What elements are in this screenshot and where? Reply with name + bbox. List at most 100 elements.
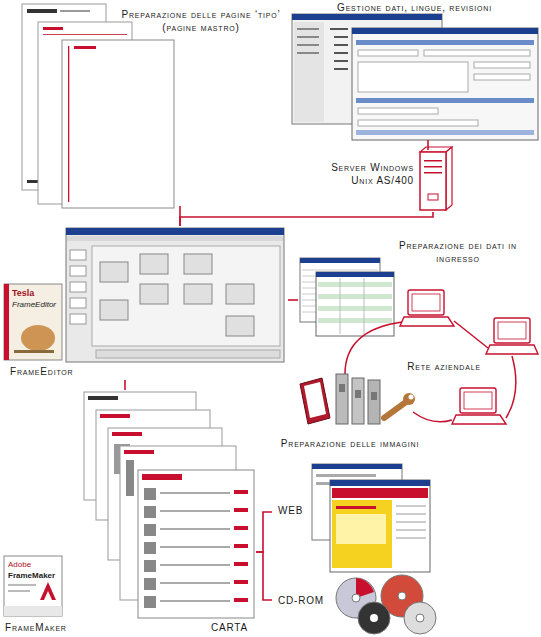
images-illustration <box>300 374 415 424</box>
printed-catalog <box>144 578 156 590</box>
input-data-screenshot <box>318 306 392 311</box>
cd-roms <box>404 602 436 634</box>
printed-catalog <box>142 474 182 480</box>
images-illustration <box>304 382 326 418</box>
laptop <box>412 294 440 311</box>
web-screenshot <box>312 464 430 572</box>
frameeditor-screenshot <box>184 254 212 274</box>
frameeditor-screenshot <box>100 300 128 320</box>
web-screenshot <box>316 474 376 477</box>
images-illustration <box>384 402 406 418</box>
printed-catalog <box>234 544 248 548</box>
web-screenshot <box>312 464 402 469</box>
input-data-screenshot <box>300 258 394 336</box>
server-tower <box>420 147 452 210</box>
input-data-screenshot <box>318 318 392 323</box>
cd-roms <box>416 614 424 622</box>
frameeditor-screenshot <box>70 298 86 308</box>
laptop <box>498 322 526 339</box>
illustrated-node: WEB <box>272 462 434 574</box>
cd-roms <box>398 592 406 600</box>
images-illustration <box>300 378 330 424</box>
cd-roms <box>336 575 436 634</box>
node-caption: FrameMaker <box>3 621 76 634</box>
framemaker-box <box>8 590 30 592</box>
printed-catalog <box>234 562 248 566</box>
frameeditor-screenshot <box>70 250 86 260</box>
web-screenshot <box>396 506 426 538</box>
printed-catalog <box>144 506 156 518</box>
cd-roms <box>352 594 360 602</box>
printed-catalog <box>160 582 230 584</box>
node-caption: Preparazione delle pagine ‘tipo’ (pagine… <box>116 8 286 34</box>
frameeditor-screenshot <box>140 284 168 304</box>
data-screenshot <box>358 50 418 56</box>
node-caption: Preparazione dei dati in ingresso <box>392 239 524 265</box>
framemaker-box <box>8 584 36 586</box>
framemaker-box <box>4 556 62 616</box>
frameeditor-screenshot <box>184 284 212 304</box>
input-data-screenshot <box>300 258 380 263</box>
data-screenshot <box>334 44 348 46</box>
data-screenshot <box>297 44 319 46</box>
data-screenshot <box>356 130 534 135</box>
connector-line <box>179 206 181 226</box>
web-screenshot <box>332 500 392 568</box>
data-screenshot <box>297 36 319 38</box>
network-wires <box>454 321 488 348</box>
data-screenshot <box>358 120 478 126</box>
cd-roms <box>358 602 390 634</box>
data-screenshot <box>358 62 468 92</box>
node-caption: WEB <box>276 504 316 517</box>
images-illustration <box>371 392 377 400</box>
frameeditor-screenshot <box>226 316 254 336</box>
frameeditor-screenshot <box>226 284 254 304</box>
printed-catalog <box>160 564 230 566</box>
laptop <box>494 318 530 343</box>
illustrated-node: CD-ROM <box>272 578 442 636</box>
laptop <box>486 345 538 354</box>
web-screenshot <box>332 488 428 498</box>
printed-catalog <box>160 492 230 494</box>
product-label: Tesla <box>12 288 34 298</box>
illustrated-node: Gestione dati, lingue, revisioni <box>290 0 539 140</box>
frameeditor-box <box>4 284 9 360</box>
frameeditor-box <box>4 284 62 360</box>
illustrated-node: Preparazione dei dati in ingresso <box>298 238 524 338</box>
laptop <box>400 317 454 326</box>
connector-line <box>256 552 272 600</box>
input-data-screenshot <box>318 294 392 299</box>
frameeditor-box <box>4 284 62 360</box>
server-tower <box>428 194 438 200</box>
printed-catalog <box>144 596 156 608</box>
printed-catalog <box>138 470 254 618</box>
server-tower <box>424 166 442 168</box>
printed-catalog <box>144 488 156 500</box>
connector-line <box>180 212 433 226</box>
printed-catalog <box>234 526 248 530</box>
images-illustration <box>409 395 414 400</box>
master-pages <box>43 27 63 30</box>
frameeditor-screenshot <box>67 236 283 241</box>
printed-catalog <box>84 392 254 618</box>
network-wires <box>506 356 516 418</box>
images-illustration <box>403 393 415 405</box>
data-screenshot <box>424 50 530 56</box>
frameeditor-box <box>21 325 55 351</box>
server-tower <box>420 152 446 210</box>
data-screenshot <box>356 98 534 103</box>
laptop <box>452 415 506 424</box>
illustrated-node: Preparazione delle pagine ‘tipo’ (pagine… <box>18 2 290 206</box>
data-screenshot <box>292 14 538 140</box>
input-data-screenshot <box>318 282 392 287</box>
images-illustration <box>355 390 361 398</box>
node-caption: FrameEditor <box>8 365 128 378</box>
laptop <box>464 392 492 409</box>
frameeditor-screenshot <box>70 282 86 292</box>
master-pages <box>22 4 174 208</box>
data-screenshot <box>334 36 348 38</box>
illustrated-node: CARTA <box>78 390 256 636</box>
